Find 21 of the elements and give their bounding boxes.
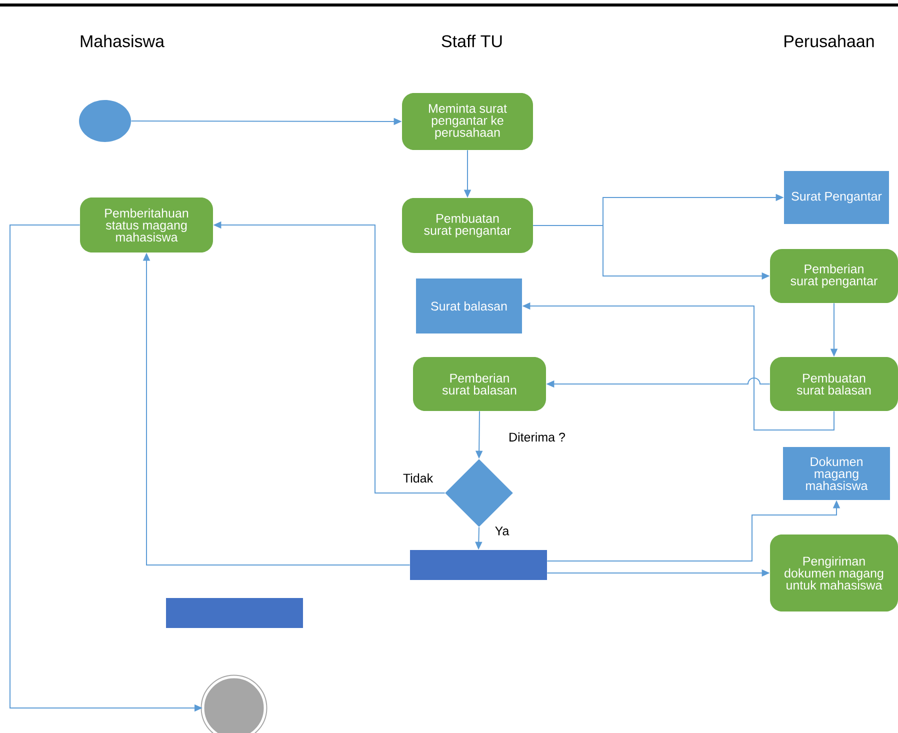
object-box: Surat Pengantar [784, 171, 889, 224]
activity-box: Pembuatan surat pengantar [402, 198, 533, 253]
fork-bar [166, 598, 303, 628]
object-box: Dokumen magang mahasiswa [783, 447, 890, 500]
activity-box: Meminta surat pengantar ke perusahaan [402, 93, 533, 150]
decision-diamond [445, 459, 513, 527]
object-box: Surat balasan [416, 278, 522, 334]
end-node [200, 674, 268, 733]
start-node [79, 100, 131, 142]
activity-box: Pemberitahuan status magang mahasiswa [80, 198, 213, 252]
activity-box: Pembuatan surat balasan [770, 357, 898, 411]
edge-label: Tidak [403, 473, 434, 483]
fork-bar [410, 550, 547, 580]
lane-header: Mahasiswa [80, 34, 164, 48]
edge-label: Ya [495, 526, 510, 536]
activity-box: Pemberian surat balasan [413, 357, 546, 411]
lane-header: Staff TU [442, 34, 502, 48]
activity-box: Pengiriman dokumen magang untuk mahasiswa [770, 534, 898, 612]
activity-box: Pemberian surat pengantar [770, 249, 898, 303]
decision-question: Diterima ? [510, 432, 565, 442]
lane-header: Perusahaan [784, 34, 874, 48]
